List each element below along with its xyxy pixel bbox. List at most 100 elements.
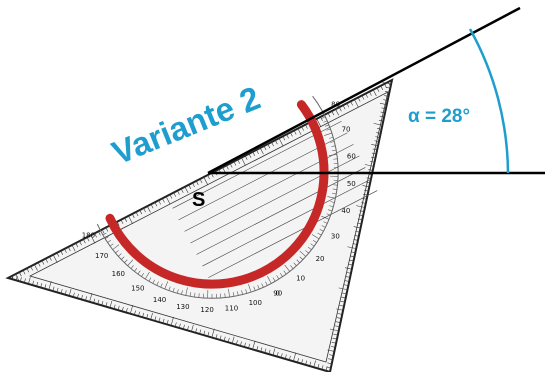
edge-tick: [11, 274, 14, 280]
arc-tick: [134, 267, 138, 272]
edge-tick: [346, 272, 352, 274]
edge-tick: [93, 298, 96, 304]
edge-tick: [271, 141, 274, 147]
edge-tick: [339, 107, 342, 112]
edge-tick: [81, 295, 83, 300]
edge-tick: [368, 169, 373, 171]
edge-tick: [79, 240, 82, 246]
edge-tick: [327, 349, 335, 352]
edge-tick: [142, 312, 145, 318]
edge-tick: [113, 304, 116, 310]
edge-tick: [135, 211, 139, 217]
arc-tick: [248, 284, 252, 292]
arc-tick: [324, 132, 332, 136]
edge-tick: [373, 123, 383, 126]
arc-tick: [130, 265, 134, 269]
edge-tick: [339, 304, 345, 307]
arc-tick: [321, 225, 326, 228]
arc-tick: [144, 271, 150, 280]
edge-tick: [252, 151, 256, 156]
ray-inclined: [207, 6, 521, 175]
edge-tick: [256, 346, 259, 351]
edge-tick: [340, 300, 345, 303]
arc-tick: [127, 259, 134, 266]
edge-tick: [355, 230, 360, 233]
arc-tick: [325, 124, 329, 127]
arc-tick: [156, 281, 159, 286]
edge-tick: [365, 181, 371, 184]
edge-tick: [154, 202, 158, 207]
edge-tick: [71, 244, 76, 252]
edge-tick: [60, 250, 64, 255]
arc-tick: [319, 229, 324, 232]
arc-tick: [272, 277, 276, 282]
edge-tick: [343, 284, 349, 286]
edge-tick: [121, 306, 124, 312]
edge-tick: [120, 219, 124, 224]
edge-tick: [86, 237, 90, 242]
edge-tick: [19, 272, 22, 277]
edge-tick: [244, 342, 246, 348]
edge-tick: [353, 226, 361, 229]
edge-tick: [336, 308, 344, 311]
edge-tick: [330, 346, 336, 348]
arc-tick: [137, 270, 141, 275]
edge-tick: [138, 311, 140, 317]
edge-tick: [370, 161, 375, 163]
arc-tick: [100, 227, 108, 232]
edge-tick: [377, 128, 382, 130]
edge-tick: [124, 217, 128, 222]
edge-tick: [376, 132, 381, 134]
edge-tick: [267, 143, 271, 149]
edge-tick: [347, 246, 357, 249]
scale-number: 130: [176, 303, 189, 311]
edge-tick: [143, 207, 146, 213]
arc-tick: [279, 272, 283, 277]
edge-tick: [178, 323, 181, 329]
edge-tick: [335, 108, 340, 116]
edge-tick: [174, 322, 177, 327]
edge-tick: [89, 293, 93, 302]
edge-tick: [15, 273, 20, 283]
edge-tick: [264, 348, 267, 354]
angle-label: α = 28°: [408, 106, 470, 127]
arc-tick: [245, 289, 248, 294]
edge-tick: [182, 324, 185, 330]
edge-tick: [379, 115, 385, 118]
scale-number: 150: [131, 285, 144, 293]
edge-tick: [192, 182, 195, 188]
edge-tick: [36, 281, 39, 287]
edge-tick: [116, 221, 120, 226]
arc-tick: [312, 239, 317, 243]
edge-tick: [280, 353, 283, 358]
arc-tick: [276, 275, 280, 280]
arc-tick: [326, 128, 331, 131]
arc-tick: [185, 287, 188, 296]
edge-tick: [150, 312, 153, 320]
arc-tick: [332, 192, 337, 195]
edge-tick: [320, 116, 323, 122]
edge-tick: [203, 176, 209, 186]
edge-tick: [128, 215, 133, 225]
edge-tick: [28, 277, 31, 285]
edge-tick: [344, 280, 350, 282]
scale-number: 140: [153, 296, 166, 304]
edge-tick: [98, 231, 101, 236]
edge-tick: [365, 93, 368, 98]
arc-tick: [293, 262, 297, 266]
edge-tick: [67, 246, 71, 252]
edge-tick: [45, 258, 48, 263]
edge-tick: [284, 354, 287, 359]
edge-tick: [342, 292, 347, 295]
edge-tick: [11, 275, 15, 281]
arc-tick: [332, 188, 337, 190]
scale-number: 50: [347, 180, 356, 188]
edge-tick: [244, 155, 248, 160]
angle-arc: [468, 28, 510, 174]
edge-tick: [363, 193, 368, 196]
edge-tick: [184, 186, 189, 194]
edge-tick: [293, 130, 297, 135]
edge-tick: [275, 140, 278, 145]
edge-tick: [346, 103, 350, 108]
arc-tick: [228, 288, 230, 297]
